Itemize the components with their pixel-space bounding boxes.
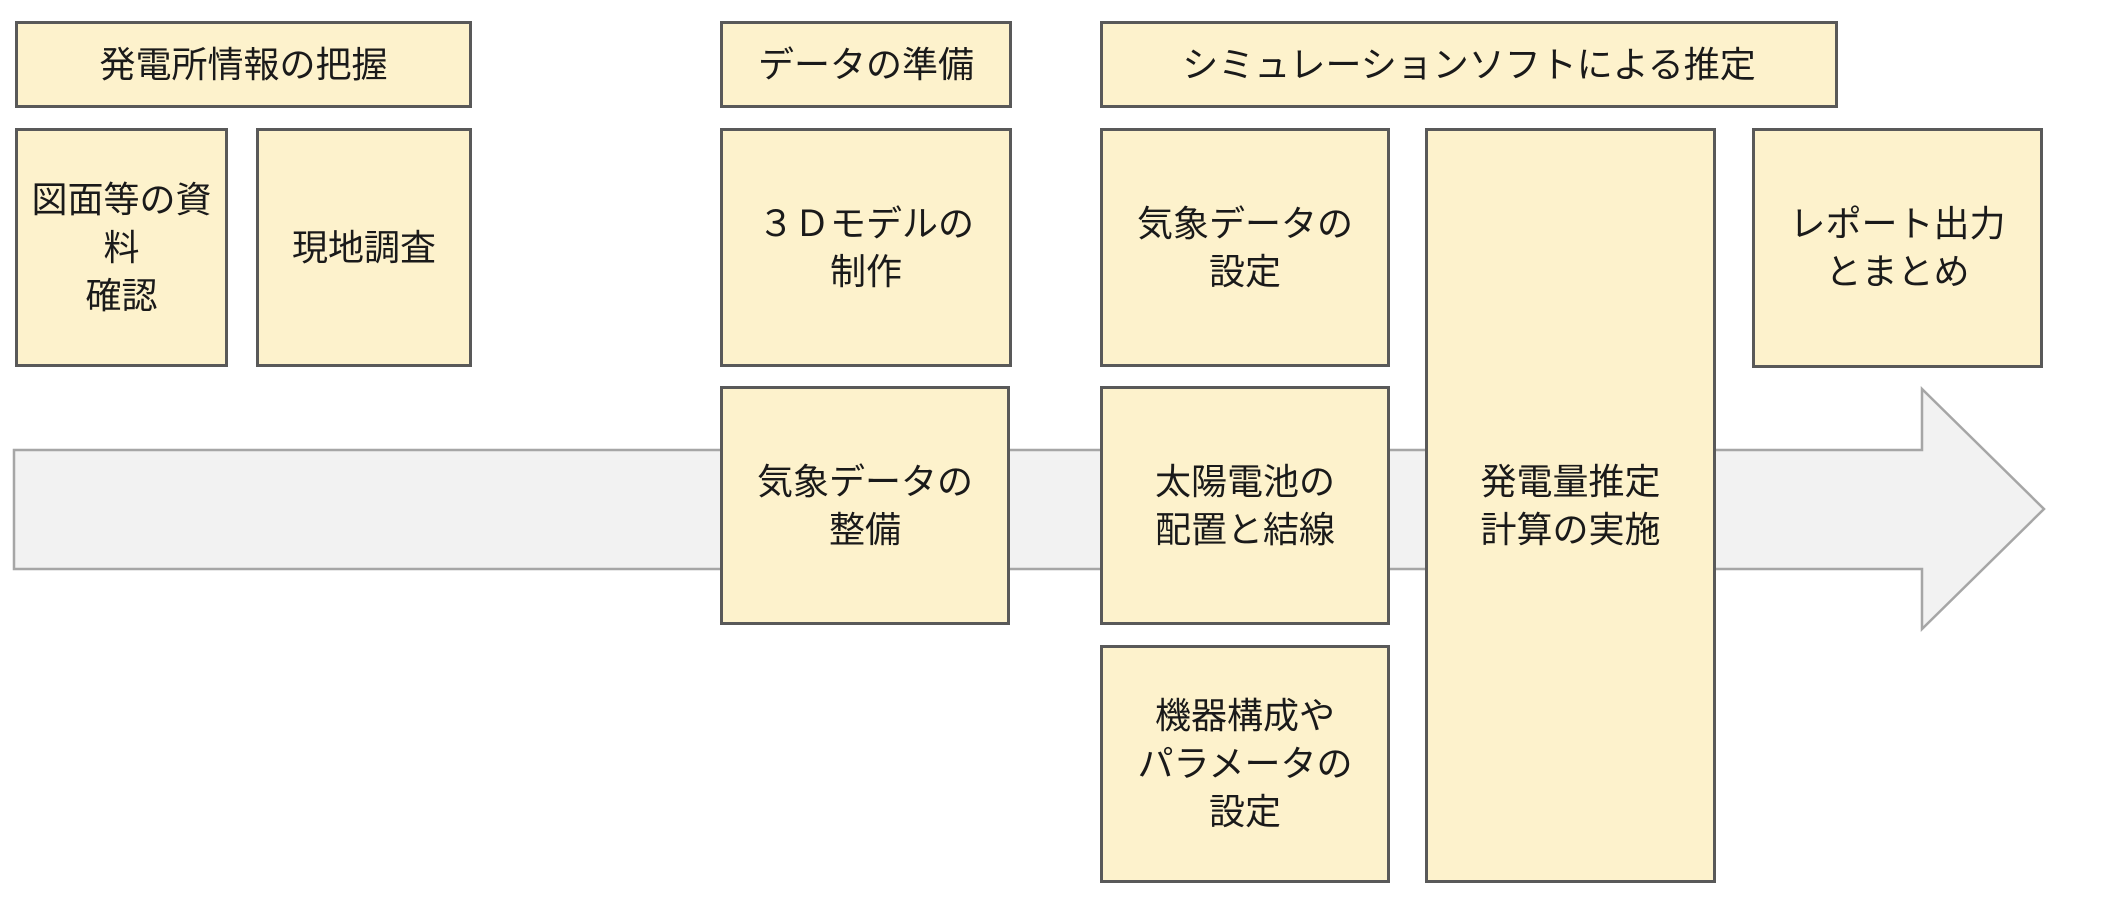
step-weather-data-setting: 気象データの 設定 [1100,128,1390,367]
phase-header-plant-info: 発電所情報の把握 [15,21,472,108]
phase-header-data-prep: データの準備 [720,21,1012,108]
step-document-check: 図面等の資料 確認 [15,128,228,367]
step-pv-layout-wiring: 太陽電池の 配置と結線 [1100,386,1390,625]
step-site-survey: 現地調査 [256,128,472,367]
phase-header-simulation: シミュレーションソフトによる推定 [1100,21,1838,108]
step-3d-model-creation: ３Ｄモデルの 制作 [720,128,1012,367]
step-weather-data-preparation: 気象データの 整備 [720,386,1010,625]
step-generation-estimation-run: 発電量推定 計算の実施 [1425,128,1716,883]
step-equipment-parameter-setting: 機器構成や パラメータの 設定 [1100,645,1390,883]
step-report-output-summary: レポート出力 とまとめ [1752,128,2043,368]
right-arrow-shape [12,386,2046,632]
